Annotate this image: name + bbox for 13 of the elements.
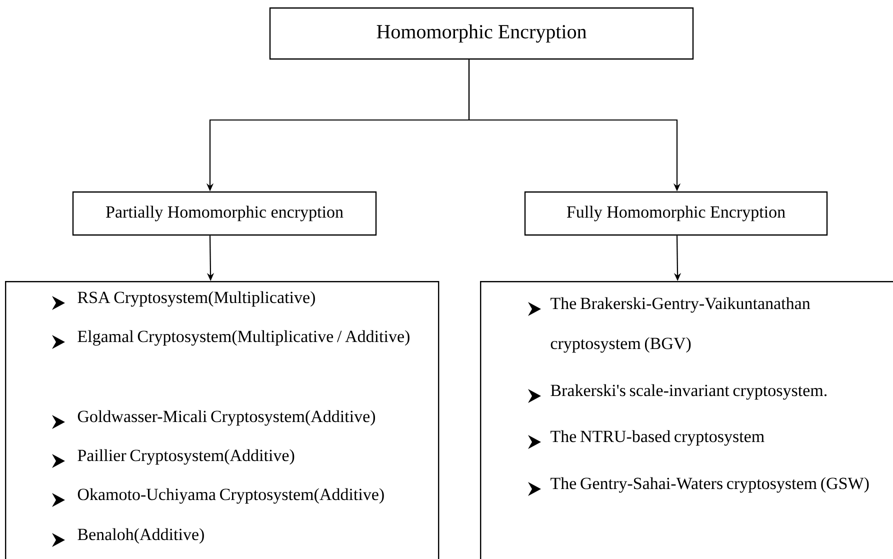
list-item: Okamoto-Uchiyama Cryptosystem(Additive) [78,488,384,504]
list-item: RSA Cryptosystem(Multiplicative) [78,291,315,307]
list-item: The Brakerski-Gentry-Vaikuntanathan cryptosystem (BGV) [550,297,810,353]
list-item: Brakerski's scale-invariant cryptosystem. [550,384,827,400]
list-item: The Gentry-Sahai-Waters cryptosystem (GSW) [550,477,869,493]
list-item: Elgamal Cryptosystem(Multiplicative / Additive) [78,330,410,346]
category-box: Partially Homomorphic encryption [72,191,377,236]
title-box: Homomorphic Encryption [269,7,694,60]
list-item: The NTRU-based cryptosystem [550,430,764,446]
list-item: Benaloh(Additive) [78,528,204,544]
list-item: Paillier Cryptosystem(Additive) [78,449,294,465]
list-item: Goldwasser-Micali Cryptosystem(Additive) [78,410,376,426]
category-box: Fully Homomorphic Encryption [524,191,828,236]
